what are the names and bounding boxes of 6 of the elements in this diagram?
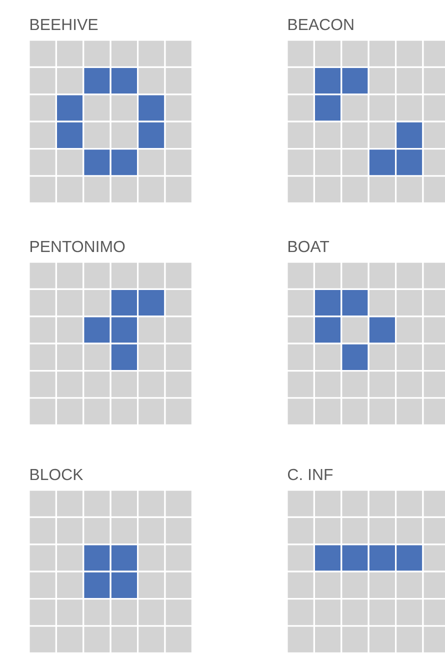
grid-title: BEEHIVE xyxy=(30,19,98,30)
grid-title: BEACON xyxy=(288,18,354,30)
grid-title: BOAT xyxy=(288,240,330,252)
grid-title: BLOCK xyxy=(30,468,84,480)
grid-title: C. INF xyxy=(288,468,333,480)
grid-title: PENTONIMO xyxy=(30,240,125,252)
